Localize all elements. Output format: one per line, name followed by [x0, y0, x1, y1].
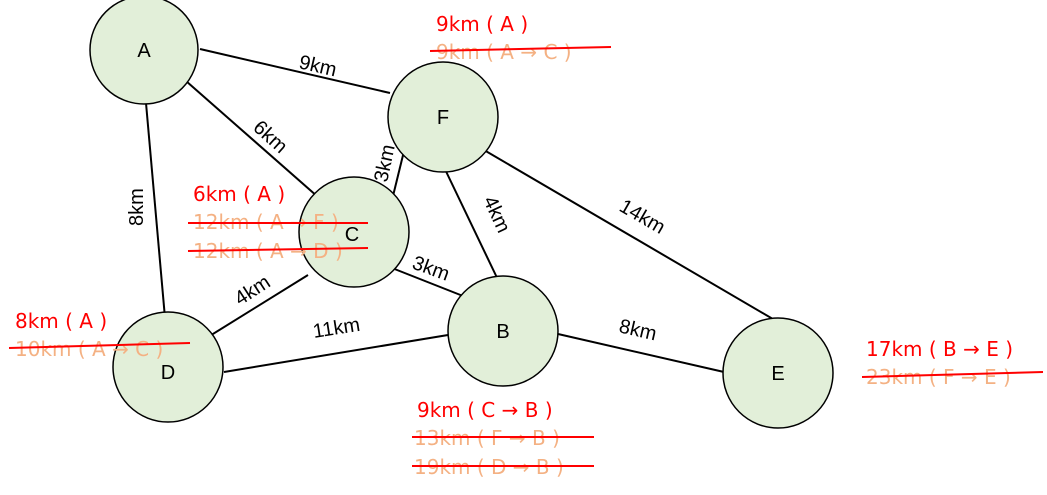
node-c-label: C	[345, 224, 359, 246]
node-a-label: A	[137, 40, 151, 62]
edge-label-a-c: 6km	[249, 116, 292, 158]
annotation-d-best: 8km ( A )	[15, 309, 107, 333]
node-b-circle	[447, 275, 559, 387]
annotation-b: 9km ( C → B ) 13km ( F → B ) 19km ( D → …	[412, 398, 594, 479]
node-d-circle	[112, 311, 224, 423]
edge-label-c-b: 3km	[409, 252, 452, 286]
node-e-label: E	[771, 363, 784, 385]
node-b: B	[447, 275, 559, 387]
edge-label-f-b: 4km	[478, 193, 514, 237]
node-d: D	[112, 311, 224, 423]
edge-label-d-b: 11km	[311, 314, 361, 343]
node-c-circle	[298, 176, 410, 288]
edge-label-b-e: 8km	[617, 315, 659, 345]
annotation-f: 9km ( A ) 9km ( A → C )	[429, 12, 612, 64]
edge-label-a-f: 9km	[297, 51, 339, 81]
edge-label-a-d: 8km	[126, 188, 148, 226]
annotation-f-crossed-1: 9km ( A → C )	[436, 40, 572, 64]
edge-b-e	[557, 333, 725, 373]
edge-a-f	[199, 48, 391, 94]
edge-label-f-c: 3km	[370, 142, 399, 184]
node-e-circle	[722, 317, 834, 429]
annotation-f-strike-1	[429, 46, 612, 52]
annotation-c: 6km ( A ) 12km ( A → F ) 12km ( A → D )	[187, 182, 369, 263]
edge-f-e	[483, 149, 779, 323]
node-d-label: D	[161, 362, 175, 384]
annotation-b-best: 9km ( C → B )	[417, 398, 553, 422]
edge-f-b	[441, 162, 501, 285]
node-f-circle	[387, 61, 499, 173]
node-c: C	[298, 176, 410, 288]
node-e: E	[722, 317, 834, 429]
node-a-circle	[89, 0, 199, 105]
annotation-d-crossed-1: 10km ( A → C )	[15, 337, 163, 361]
edge-d-b	[223, 334, 449, 373]
annotation-f-best: 9km ( A )	[436, 12, 528, 36]
edges	[145, 48, 779, 373]
annotation-e-strike-1	[861, 371, 1044, 378]
annotation-d: 8km ( A ) 10km ( A → C )	[8, 309, 191, 361]
edge-label-c-d: 4km	[231, 271, 275, 310]
annotation-c-best: 6km ( A )	[193, 182, 285, 206]
annotation-e-best: 17km ( B → E )	[866, 337, 1013, 361]
edge-c-d	[199, 274, 309, 343]
edge-a-c	[185, 80, 319, 198]
node-b-label: B	[496, 321, 509, 343]
node-a: A	[89, 0, 199, 105]
node-f-label: F	[437, 107, 449, 129]
annotation-d-strike-1	[8, 342, 191, 349]
edge-a-d	[145, 102, 166, 319]
annotation-e: 17km ( B → E ) 23km ( F → E )	[861, 337, 1044, 389]
edge-c-b	[391, 267, 464, 297]
annotation-c-strike-2	[187, 247, 369, 252]
node-f: F	[387, 61, 499, 173]
